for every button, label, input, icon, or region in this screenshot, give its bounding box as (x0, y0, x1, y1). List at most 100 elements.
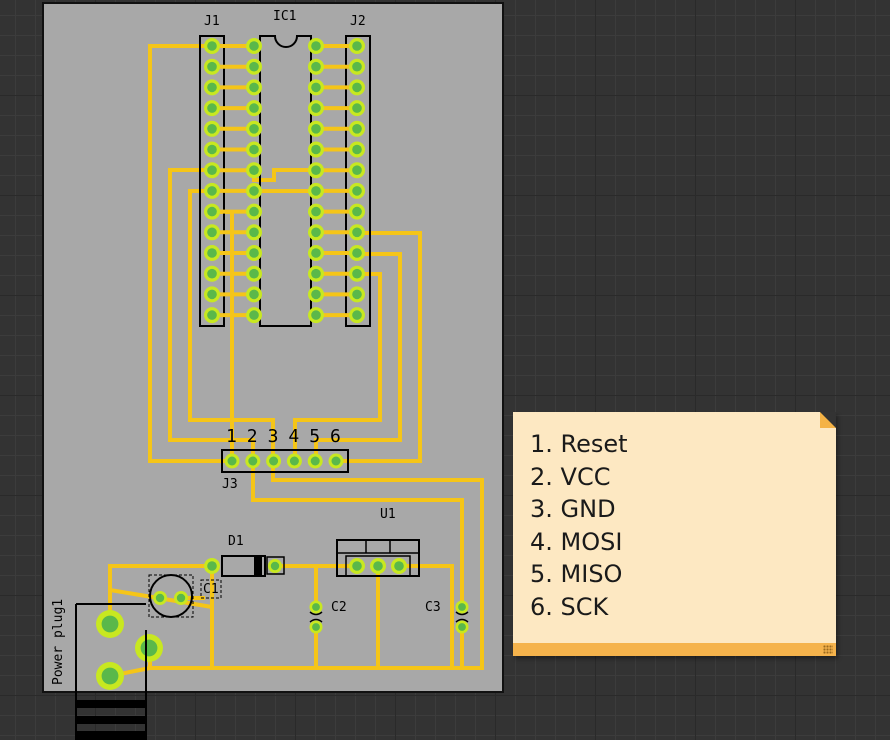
d1-pad-cathode-hole (270, 561, 280, 571)
j1-pad-hole (207, 186, 217, 196)
ic1-pad-right-hole (311, 248, 321, 258)
ic1-pad-right-hole (311, 268, 321, 279)
c3-body[interactable] (455, 611, 469, 623)
j2-header[interactable] (345, 35, 371, 327)
j1-pad-hole (207, 41, 217, 51)
j3-pad-hole (331, 456, 341, 466)
j1-pad-hole (207, 144, 217, 155)
j3-pad-hole (227, 456, 237, 466)
note-item: 3. GND (530, 495, 616, 523)
j2-pad-hole (352, 227, 362, 238)
c2-pad-1-hole (312, 603, 320, 611)
ic1-pad-right-hole (311, 227, 321, 238)
label-j1: J1 (204, 14, 220, 29)
ic1-pad-left-hole (249, 165, 259, 175)
label-power-plug: Power plug1 (51, 599, 66, 685)
ic1-pad-left-hole (249, 82, 259, 93)
ic1-pad-left-hole (249, 227, 259, 238)
ic1-pad-left-hole (249, 61, 259, 72)
ic1-pad-left-hole (249, 186, 259, 196)
ic1-pad-left-hole (249, 268, 259, 279)
c2-body[interactable] (309, 611, 323, 623)
u1-pad-3-hole (394, 561, 404, 571)
c1-pad-1-hole (155, 593, 165, 603)
j2-pad-hole (352, 289, 362, 300)
label-j3: J3 (222, 477, 238, 492)
j1-pad-hole (207, 310, 217, 320)
d1-cathode-band (254, 556, 262, 576)
j3-header[interactable] (221, 449, 349, 473)
power-pad-2-hole (140, 639, 158, 657)
c2-pad-2-hole (312, 623, 320, 631)
j2-pad-hole (352, 248, 362, 258)
resize-grip-icon[interactable] (823, 645, 833, 654)
j3-pad-hole (248, 456, 258, 466)
label-c3: C3 (425, 600, 441, 615)
j3-pin-number: 2 (247, 426, 258, 447)
power-pad-3-hole (101, 667, 119, 685)
ic1-pad-right-hole (311, 165, 321, 175)
c1-body[interactable] (149, 574, 193, 618)
j2-pad-hole (352, 61, 362, 72)
j3-pin-number: 6 (330, 426, 341, 447)
ic1-pad-left-hole (249, 124, 259, 134)
j3-pin-number: 3 (268, 426, 279, 447)
j2-pad-hole (352, 124, 362, 134)
d1-square-pad-outline (266, 556, 285, 575)
j1-pad-hole (207, 248, 217, 258)
j3-pin-number: 1 (226, 426, 237, 447)
ic1-pad-right-hole (311, 61, 321, 72)
c3-pad-2-hole (458, 623, 466, 631)
ic1-pad-left-hole (249, 206, 259, 217)
j1-pad-hole (207, 289, 217, 300)
j1-header[interactable] (199, 35, 225, 327)
j2-pad-hole (352, 186, 362, 196)
j2-pad-hole (352, 206, 362, 217)
j1-pad-hole (207, 206, 217, 217)
ic1-pad-right-hole (311, 124, 321, 134)
j2-pad-hole (352, 268, 362, 279)
note-fold-corner (820, 412, 836, 428)
ic1-pad-left-hole (249, 41, 259, 51)
j2-pad-hole (352, 82, 362, 93)
ic1-pad-right-hole (311, 82, 321, 93)
ic1-pad-left-hole (249, 103, 259, 113)
ic1-outline[interactable] (259, 35, 312, 327)
j2-pad-hole (352, 103, 362, 113)
label-u1: U1 (380, 507, 396, 522)
ic1-pad-right-hole (311, 206, 321, 217)
d1-body[interactable] (221, 555, 266, 577)
j2-pad-hole (352, 310, 362, 320)
c3-pad-1-hole (458, 603, 466, 611)
ic1-pad-left-hole (249, 289, 259, 300)
j2-pad-hole (352, 144, 362, 155)
ic1-pad-right-hole (311, 310, 321, 320)
label-j2: J2 (350, 14, 366, 29)
note-item: 5. MISO (530, 560, 623, 588)
note-item: 2. VCC (530, 462, 611, 491)
ic1-pad-left-hole (249, 310, 259, 320)
j3-pad-hole (289, 456, 299, 466)
u1-pad-2-hole (373, 561, 383, 571)
power-pad-1-hole (101, 615, 119, 633)
u1-pad-1-hole (352, 561, 362, 571)
j1-pad-hole (207, 165, 217, 175)
label-ic1: IC1 (273, 9, 296, 24)
note-item: 1. Reset (530, 430, 628, 458)
ic1-pad-right-hole (311, 103, 321, 113)
j3-pin-number: 4 (288, 426, 299, 447)
pcb-board[interactable] (42, 2, 504, 693)
power-plug[interactable] (75, 603, 147, 740)
ic1-pad-left-hole (249, 144, 259, 155)
j1-pad-hole (207, 227, 217, 238)
note-item: 6. SCK (530, 592, 609, 621)
pads[interactable] (96, 38, 469, 690)
j1-pad-hole (207, 61, 217, 72)
j3-pin-number: 5 (309, 426, 320, 447)
note-list: 1. Reset 2. VCC 3. GND 4. MOSI 5. MISO 6… (530, 428, 628, 623)
j1-pad-hole (207, 124, 217, 134)
sticky-note[interactable]: 1. Reset 2. VCC 3. GND 4. MOSI 5. MISO 6… (513, 412, 836, 656)
ic1-pad-right-hole (311, 289, 321, 300)
